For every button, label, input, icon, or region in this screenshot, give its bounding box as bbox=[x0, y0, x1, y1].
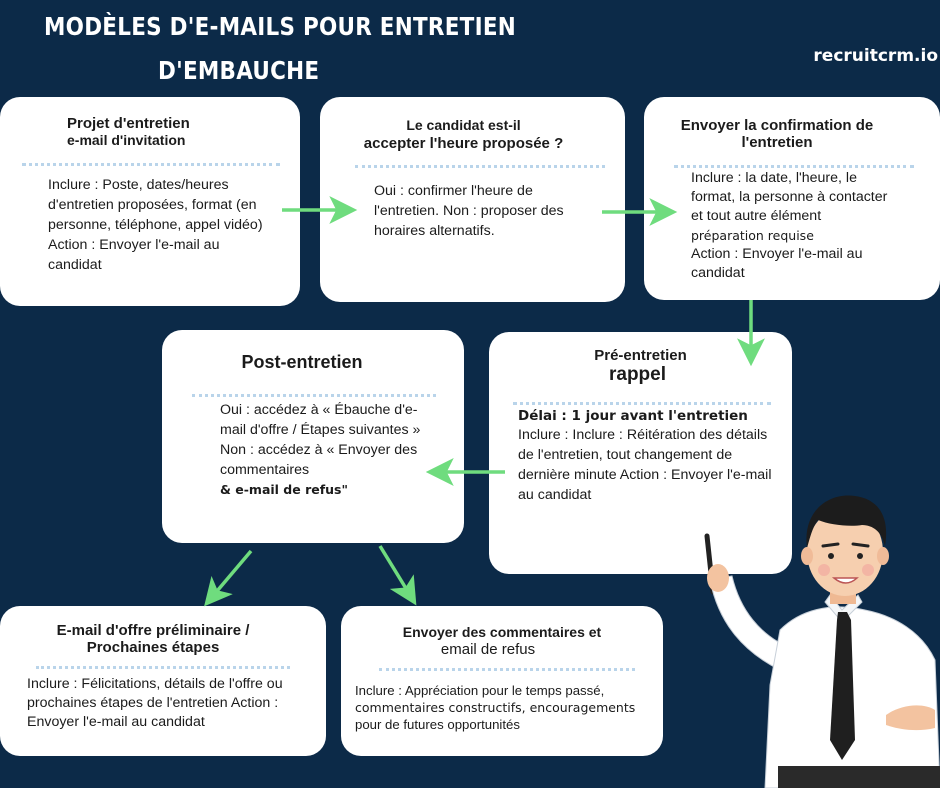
card-offer-title: E-mail d'offre préliminaire / Prochaines… bbox=[0, 622, 306, 656]
card-rejection: Envoyer des commentaires et email de ref… bbox=[341, 606, 663, 756]
card-rejection-title-line1: Envoyer des commentaires et bbox=[402, 624, 602, 640]
brand-logo-text: recruitcrm.io bbox=[813, 46, 938, 66]
card-acceptance-title-line2: accepter l'heure proposée ? bbox=[363, 135, 564, 152]
card-confirmation: Envoyer la confirmation de l'entretien I… bbox=[644, 97, 940, 300]
arrow-post-to-offer bbox=[204, 549, 253, 607]
card-offer-body: Inclure : Félicitations, détails de l'of… bbox=[27, 676, 283, 730]
card-reminder-title: Pré-entretien rappel bbox=[489, 346, 792, 384]
card-post-title: Post-entretien bbox=[241, 352, 363, 372]
card-confirmation-title-line1: Envoyer la confirmation de bbox=[680, 117, 874, 134]
card-reminder-delay: Délai : 1 jour avant l'entretien bbox=[518, 408, 748, 424]
card-confirmation-body: Inclure : la date, l'heure, le format, l… bbox=[691, 169, 901, 283]
page-title-line-2: D'EMBAUCHE bbox=[158, 56, 320, 85]
card-reminder-body-text: Inclure : Inclure : Réitération des déta… bbox=[518, 427, 772, 503]
arrow-post-to-rejection bbox=[378, 545, 417, 606]
card-reminder: Pré-entretien rappel Délai : 1 jour avan… bbox=[489, 332, 792, 574]
separator bbox=[379, 668, 635, 671]
card-rejection-body: Inclure : Appréciation pour le temps pas… bbox=[355, 682, 660, 733]
card-invitation-title-line1: Projet d'entretien bbox=[67, 115, 190, 132]
card-offer-title-line2: Prochaines étapes bbox=[86, 639, 220, 656]
card-invitation: Projet d'entretien e-mail d'invitation I… bbox=[0, 97, 300, 306]
card-confirmation-body-line2: préparation requise bbox=[691, 228, 814, 243]
card-rejection-title: Envoyer des commentaires et email de ref… bbox=[341, 624, 663, 658]
card-invitation-title-line2: e-mail d'invitation bbox=[67, 132, 186, 148]
card-reminder-title-line1: Pré-entretien bbox=[594, 347, 687, 364]
card-acceptance: Le candidat est-il accepter l'heure prop… bbox=[320, 97, 625, 302]
card-rejection-body-line3: pour de futures opportunités bbox=[355, 717, 520, 732]
presenter-illustration bbox=[704, 495, 940, 788]
card-confirmation-body-line1: Inclure : la date, l'heure, le format, l… bbox=[691, 170, 888, 224]
card-confirmation-body-line3: Action : Envoyer l'e-mail au candidat bbox=[691, 246, 863, 281]
card-confirmation-title-line2: l'entretien bbox=[741, 134, 813, 151]
separator bbox=[355, 165, 605, 168]
separator bbox=[192, 394, 436, 397]
card-invitation-title: Projet d'entretien e-mail d'invitation bbox=[67, 115, 190, 149]
card-post-interview: Post-entretien Oui : accédez à « Ébauche… bbox=[162, 330, 464, 543]
card-acceptance-title: Le candidat est-il accepter l'heure prop… bbox=[320, 117, 607, 152]
card-reminder-title-line2: rappel bbox=[608, 364, 667, 385]
card-offer-title-line1: E-mail d'offre préliminaire / bbox=[56, 622, 250, 639]
card-confirmation-title: Envoyer la confirmation de l'entretien bbox=[644, 117, 910, 151]
separator bbox=[36, 666, 290, 669]
card-rejection-title-line2: email de refus bbox=[440, 641, 536, 658]
card-invitation-body: Inclure : Poste, dates/heures d'entretie… bbox=[48, 177, 263, 273]
card-rejection-body-line2: commentaires constructifs, encouragement… bbox=[355, 700, 636, 715]
card-post-body-end: & e-mail de refus" bbox=[220, 482, 349, 497]
card-rejection-body-line1: Inclure : Appréciation pour le temps pas… bbox=[355, 683, 605, 698]
card-reminder-body: Délai : 1 jour avant l'entretien Inclure… bbox=[518, 406, 780, 505]
separator bbox=[513, 402, 771, 405]
separator bbox=[22, 163, 280, 166]
page-title: MODÈLES D'E-MAILS POUR ENTRETIEN bbox=[44, 12, 517, 41]
card-offer: E-mail d'offre préliminaire / Prochaines… bbox=[0, 606, 326, 756]
card-post-body: Oui : accédez à « Ébauche d'e-mail d'off… bbox=[220, 400, 430, 500]
separator bbox=[674, 165, 914, 168]
card-acceptance-body: Oui : confirmer l'heure de l'entretien. … bbox=[374, 183, 564, 239]
card-post-body-text: Oui : accédez à « Ébauche d'e-mail d'off… bbox=[220, 402, 421, 478]
card-acceptance-title-line1: Le candidat est-il bbox=[406, 117, 521, 133]
